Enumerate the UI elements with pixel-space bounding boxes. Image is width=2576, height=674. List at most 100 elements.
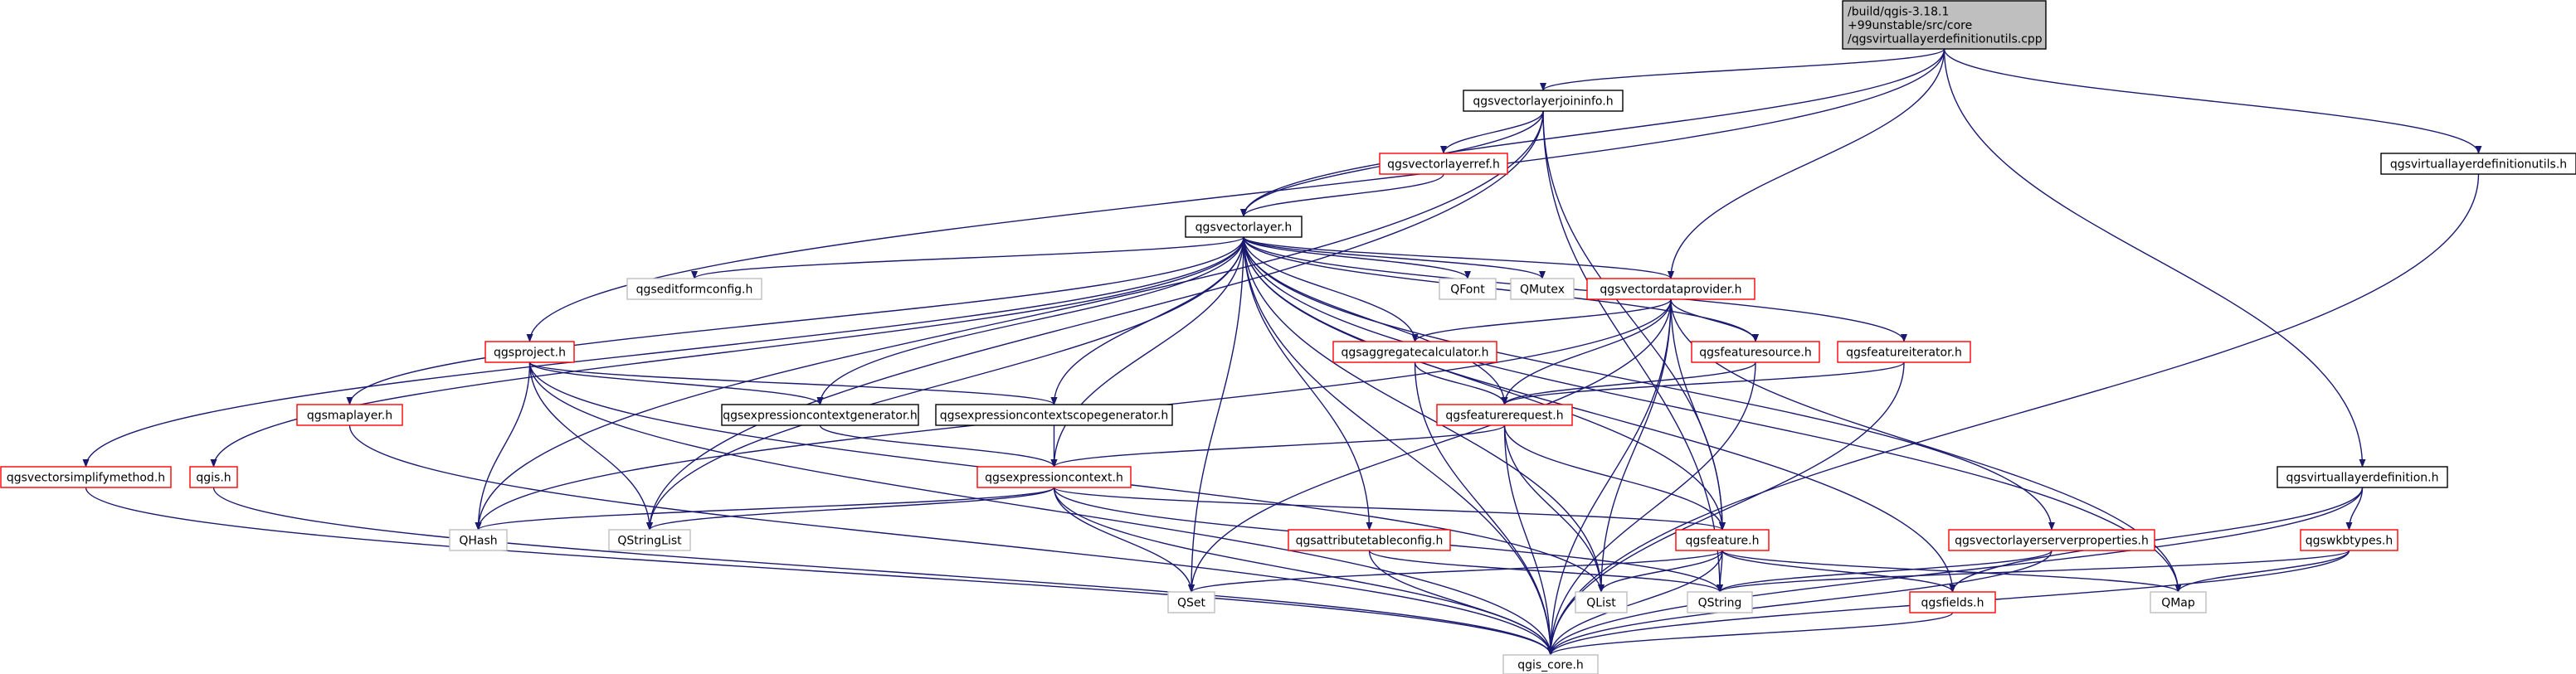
node-wkbtypes[interactable]: qgswkbtypes.h xyxy=(2300,529,2398,551)
edge-featsource-to-core xyxy=(1547,361,1756,656)
edge-exprctx-to-qset xyxy=(1053,487,1195,593)
edge-vectorlayer-to-fields xyxy=(1243,236,1956,593)
node-simplify-label-0: qgsvectorsimplifymethod.h xyxy=(7,472,165,485)
node-aggcalc-label-0: qgsaggregatecalculator.h xyxy=(1341,347,1488,360)
edge-featreq-to-qlist xyxy=(1503,424,1605,593)
edge-vectorlayer-to-aggcalc xyxy=(1243,236,1419,342)
edge-aggcalc-to-featreq xyxy=(1414,361,1508,405)
node-feature[interactable]: qgsfeature.h xyxy=(1675,529,1770,551)
node-aggcalc-box xyxy=(1332,341,1497,363)
edge-exprctx-to-qhash xyxy=(475,487,1055,531)
node-ctxgen-label-0: qgsexpressioncontextgenerator.h xyxy=(723,410,918,423)
node-vldef-box xyxy=(2277,466,2448,488)
node-qhash-label-0: QHash xyxy=(459,535,497,548)
edge-vectorlayer-to-simplify xyxy=(82,236,1244,468)
node-qgis-label-0: qgis.h xyxy=(196,472,231,485)
node-qhash[interactable]: QHash xyxy=(449,529,508,551)
edge-dataprovider-to-feature xyxy=(1670,298,1726,531)
edge-vldef-to-core xyxy=(1547,487,2364,656)
node-exprctx-label-0: qgsexpressioncontext.h xyxy=(985,472,1123,485)
edge-dataprovider-to-aggcalc xyxy=(1411,298,1672,342)
node-featsource-box xyxy=(1691,341,1820,363)
node-qmutex[interactable]: QMutex xyxy=(1510,278,1575,300)
node-qstring[interactable]: QString xyxy=(1687,591,1753,613)
node-core[interactable]: qgis_core.h xyxy=(1502,654,1599,674)
edge-vectorlayer-to-editform xyxy=(691,236,1244,279)
node-feature-label-0: qgsfeature.h xyxy=(1686,535,1760,548)
edge-joininfo-to-qhash xyxy=(475,110,1544,531)
node-featreq-box xyxy=(1436,404,1573,426)
node-featsource-label-0: qgsfeaturesource.h xyxy=(1699,347,1811,360)
edge-root-to-vectorlayer xyxy=(1240,48,1945,217)
node-vectorlayer-label-0: qgsvectorlayer.h xyxy=(1195,221,1293,235)
edge-vectorlayer-to-featsource xyxy=(1243,236,1759,342)
node-exprctx[interactable]: qgsexpressioncontext.h xyxy=(976,466,1132,488)
node-qmap[interactable]: QMap xyxy=(2150,591,2207,613)
edge-vectorlayer-to-dataprovider xyxy=(1243,236,1674,279)
node-serverprops[interactable]: qgsvectorlayerserverproperties.h xyxy=(1948,529,2155,551)
edge-vectorlayer-to-ctxgen xyxy=(816,236,1244,405)
edge-featreq-to-exprctx xyxy=(1050,424,1506,468)
edge-wkbtypes-to-qmap xyxy=(2174,550,2350,593)
edge-vectorlayer-to-qfont xyxy=(1243,236,1471,279)
node-wkbtypes-label-0: qgswkbtypes.h xyxy=(2306,535,2393,548)
edge-attrtable-to-core xyxy=(1368,550,1554,656)
edge-project-to-qstringlist xyxy=(528,361,653,531)
node-fields[interactable]: qgsfields.h xyxy=(1909,591,1996,613)
node-qset[interactable]: QSet xyxy=(1167,591,1215,613)
node-qmap-label-0: QMap xyxy=(2161,597,2195,610)
node-simplify[interactable]: qgsvectorsimplifymethod.h xyxy=(0,466,172,488)
node-root-label-0: /build/qgis-3.18.1 xyxy=(1848,6,1949,19)
node-layerref-label-0: qgsvectorlayerref.h xyxy=(1387,158,1500,172)
node-simplify-box xyxy=(0,466,172,488)
node-feature-box xyxy=(1675,529,1770,551)
edge-vectorlayer-to-qstringlist xyxy=(646,236,1244,531)
node-featsource[interactable]: qgsfeaturesource.h xyxy=(1691,341,1820,363)
node-attrtable[interactable]: qgsattributetableconfig.h xyxy=(1288,529,1451,551)
node-featiter-box xyxy=(1837,341,1971,363)
edge-vectorlayer-to-attrtable xyxy=(1243,236,1373,531)
node-project[interactable]: qgsproject.h xyxy=(485,341,575,363)
edge-project-to-scopegen xyxy=(528,361,1058,405)
node-joininfo-box xyxy=(1463,90,1624,112)
node-mapplayer[interactable]: qgsmaplayer.h xyxy=(296,404,403,426)
node-qstring-box xyxy=(1687,591,1753,613)
edge-feature-to-qset xyxy=(1188,550,1723,593)
edge-root-to-joininfo xyxy=(1540,48,1945,91)
node-dataprovider-box xyxy=(1586,278,1755,300)
node-featreq[interactable]: qgsfeaturerequest.h xyxy=(1436,404,1573,426)
edge-attrtable-to-qstring xyxy=(1368,550,1723,593)
edge-joininfo-to-qstring xyxy=(1542,110,1723,593)
node-qfont-label-0: QFont xyxy=(1450,284,1485,297)
node-qgis[interactable]: qgis.h xyxy=(189,466,238,488)
node-qlist[interactable]: QList xyxy=(1575,591,1628,613)
edge-serverprops-to-qstring xyxy=(1717,550,2053,593)
node-vdutils_h[interactable]: qgsvirtuallayerdefinitionutils.h xyxy=(2380,153,2576,175)
node-qfont[interactable]: QFont xyxy=(1439,278,1497,300)
node-vldef-label-0: qgsvirtuallayerdefinition.h xyxy=(2286,472,2439,485)
node-mapplayer-label-0: qgsmaplayer.h xyxy=(307,410,392,423)
node-editform[interactable]: qgseditformconfig.h xyxy=(626,278,762,300)
edge-mapplayer-to-core xyxy=(348,424,1554,656)
node-scopegen[interactable]: qgsexpressioncontextscopegenerator.h xyxy=(935,404,1173,426)
node-root[interactable]: /build/qgis-3.18.1+99unstable/src/core/q… xyxy=(1842,0,2047,50)
edge-feature-to-fields xyxy=(1721,550,1956,593)
node-qstringlist-box xyxy=(608,529,691,551)
node-layerref[interactable]: qgsvectorlayerref.h xyxy=(1379,153,1508,175)
node-root-box xyxy=(1842,0,2047,50)
node-ctxgen[interactable]: qgsexpressioncontextgenerator.h xyxy=(721,404,919,426)
node-vectorlayer-box xyxy=(1185,216,1303,238)
node-vldef[interactable]: qgsvirtuallayerdefinition.h xyxy=(2277,466,2448,488)
node-joininfo[interactable]: qgsvectorlayerjoininfo.h xyxy=(1463,90,1624,112)
edge-vectorlayer-to-qmap xyxy=(1243,236,2182,593)
node-qset-box xyxy=(1167,591,1215,613)
node-core-box xyxy=(1502,654,1599,674)
edge-vectorlayer-to-core xyxy=(1243,236,1554,656)
node-dataprovider[interactable]: qgsvectordataprovider.h xyxy=(1586,278,1755,300)
node-vectorlayer[interactable]: qgsvectorlayer.h xyxy=(1185,216,1303,238)
node-aggcalc[interactable]: qgsaggregatecalculator.h xyxy=(1332,341,1497,363)
node-featiter[interactable]: qgsfeatureiterator.h xyxy=(1837,341,1971,363)
node-qstringlist[interactable]: QStringList xyxy=(608,529,691,551)
node-qmap-box xyxy=(2150,591,2207,613)
